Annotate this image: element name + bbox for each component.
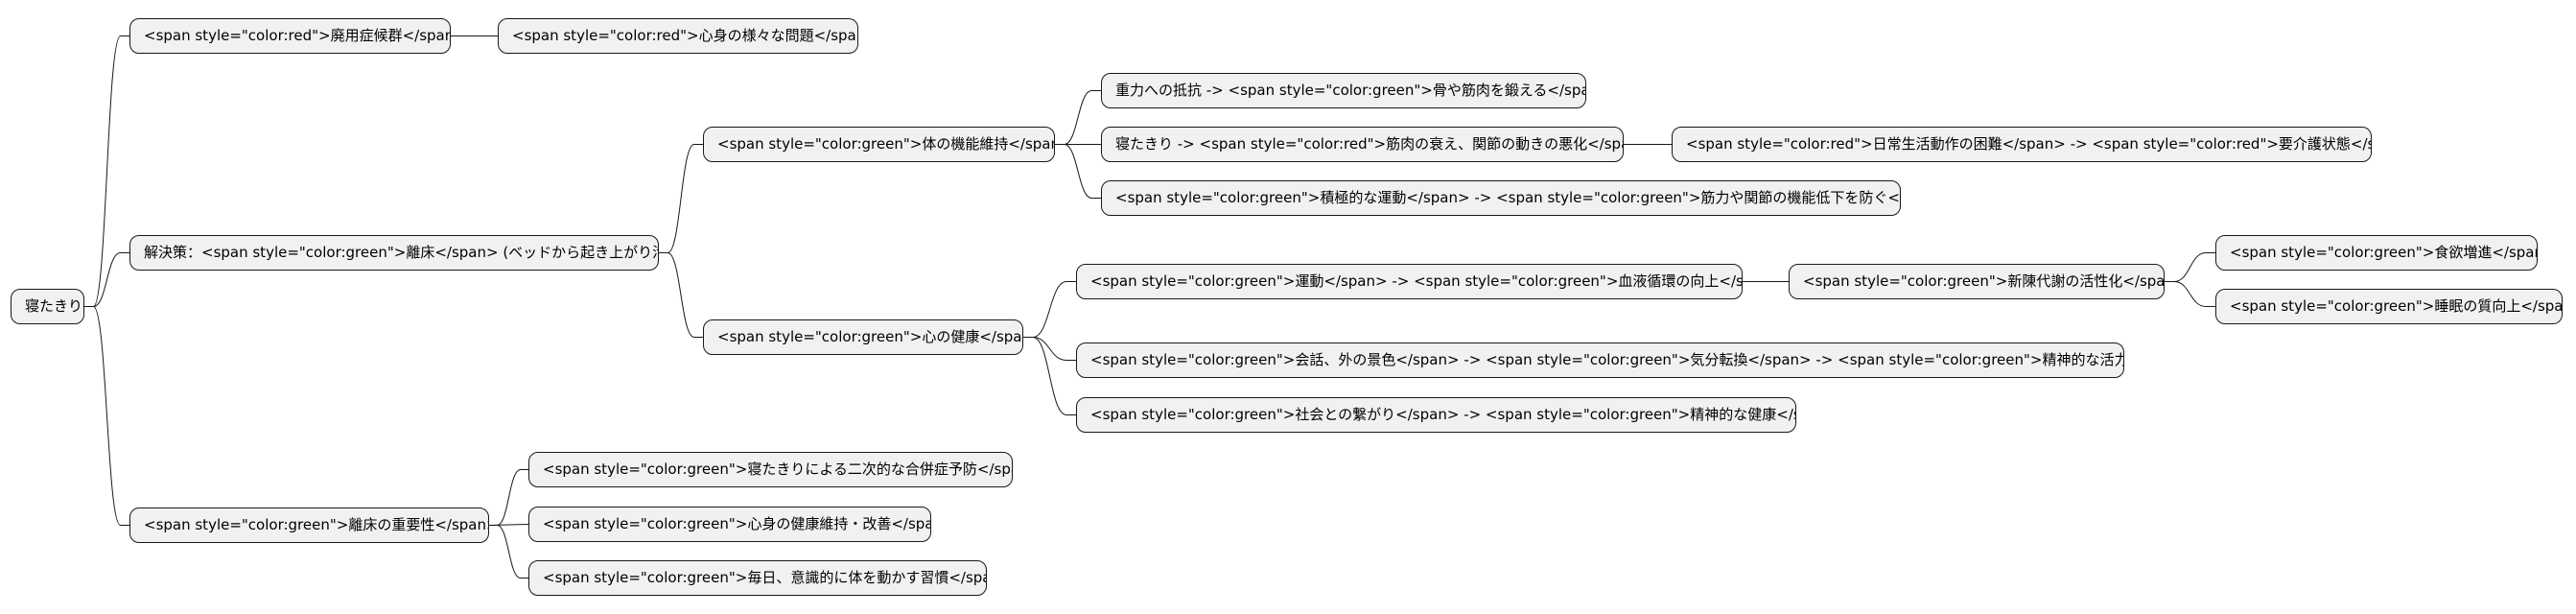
edge-mental-to-exercise bbox=[1023, 281, 1076, 338]
edge-metabolism-to-sleep bbox=[2165, 281, 2215, 307]
node-health-maintenance: <span style="color:green">心身の健康維持・改善</sp… bbox=[528, 507, 931, 542]
edge-mental-to-conversation bbox=[1023, 337, 1076, 361]
node-bedridden-decline: 寝たきり -> <span style="color:red">筋肉の衰え、関節… bbox=[1101, 127, 1624, 162]
edge-root-to-solution bbox=[84, 252, 129, 307]
node-complication-prevention: <span style="color:green">寝たきりによる二次的な合併症… bbox=[528, 452, 1013, 487]
node-appetite: <span style="color:green">食欲増進</span> bbox=[2215, 235, 2538, 271]
edge-root-to-disuse bbox=[84, 35, 129, 307]
node-daily-habit: <span style="color:green">毎日、意識的に体を動かす習慣… bbox=[528, 560, 987, 596]
node-sleep-quality: <span style="color:green">睡眠の質向上</span> bbox=[2215, 289, 2563, 324]
node-social-connection: <span style="color:green">社会との繋がり</span>… bbox=[1076, 397, 1796, 433]
node-daily-living-difficulty: <span style="color:red">日常生活動作の困難</span>… bbox=[1672, 127, 2372, 162]
edge-solution-to-body bbox=[659, 144, 703, 253]
edge-mental-to-social bbox=[1023, 337, 1076, 415]
node-exercise-circulation: <span style="color:green">運動</span> -> <… bbox=[1076, 264, 1743, 299]
node-active-exercise: <span style="color:green">積極的な運動</span> … bbox=[1101, 180, 1901, 216]
node-importance: <span style="color:green">離床の重要性</span> bbox=[129, 508, 489, 543]
node-metabolism: <span style="color:green">新陳代謝の活性化</span… bbox=[1789, 264, 2165, 299]
edge-root-to-importance bbox=[84, 306, 129, 526]
node-disuse-syndrome: <span style="color:red">廃用症候群</span> bbox=[129, 18, 451, 54]
node-gravity-resistance: 重力への抵抗 -> <span style="color:green">骨や筋肉… bbox=[1101, 73, 1586, 108]
node-conversation-scenery: <span style="color:green">会話、外の景色</span>… bbox=[1076, 342, 2124, 378]
root-node: 寝たきり bbox=[11, 289, 84, 324]
node-solution: 解決策：<span style="color:green">離床</span> … bbox=[129, 235, 659, 271]
edge-solution-to-mental bbox=[659, 252, 703, 338]
node-body-function: <span style="color:green">体の機能維持</span> bbox=[703, 127, 1055, 162]
edge-importance-to-habit bbox=[489, 525, 528, 579]
node-mental-health: <span style="color:green">心の健康</span> bbox=[703, 319, 1023, 355]
edge-importance-to-prevention bbox=[489, 469, 528, 526]
edge-body-to-gravity bbox=[1055, 90, 1101, 145]
node-mind-body-problems: <span style="color:red">心身の様々な問題</span> bbox=[498, 18, 858, 54]
edge-body-to-active bbox=[1055, 144, 1101, 199]
edge-metabolism-to-appetite bbox=[2165, 252, 2215, 282]
